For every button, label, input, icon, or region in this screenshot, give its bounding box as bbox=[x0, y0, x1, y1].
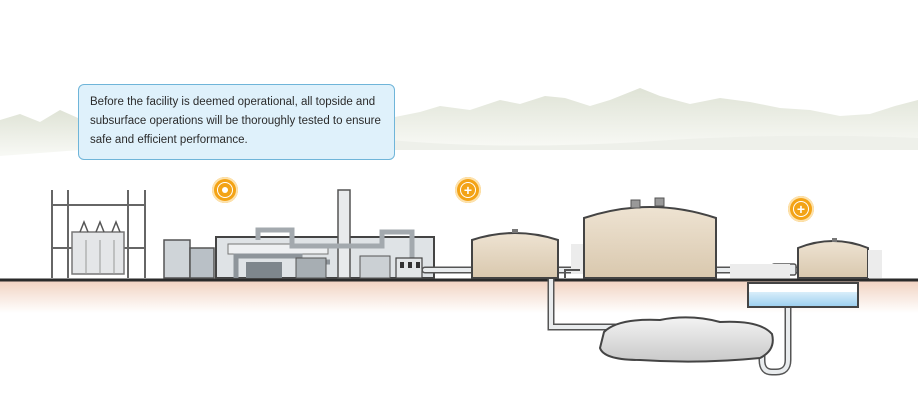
substation bbox=[51, 190, 146, 278]
subsurface-reservoir bbox=[598, 316, 774, 363]
plus-icon: + bbox=[463, 182, 473, 198]
storage-tank-right bbox=[730, 238, 882, 279]
plus-icon: + bbox=[796, 201, 806, 217]
processing-plant bbox=[163, 189, 435, 279]
hotspot-water-tank[interactable]: + bbox=[788, 196, 814, 222]
hotspot-storage-tank[interactable]: + bbox=[455, 177, 481, 203]
storage-tank-large bbox=[564, 197, 717, 279]
dot-icon bbox=[222, 187, 228, 193]
callout-text: Before the facility is deemed operationa… bbox=[90, 96, 381, 146]
hotspot-power-plant[interactable] bbox=[212, 177, 238, 203]
mountain-range bbox=[0, 88, 918, 156]
water-reservoir bbox=[747, 282, 859, 308]
storage-tank-small bbox=[471, 229, 585, 279]
info-callout: Before the facility is deemed operationa… bbox=[78, 84, 395, 160]
